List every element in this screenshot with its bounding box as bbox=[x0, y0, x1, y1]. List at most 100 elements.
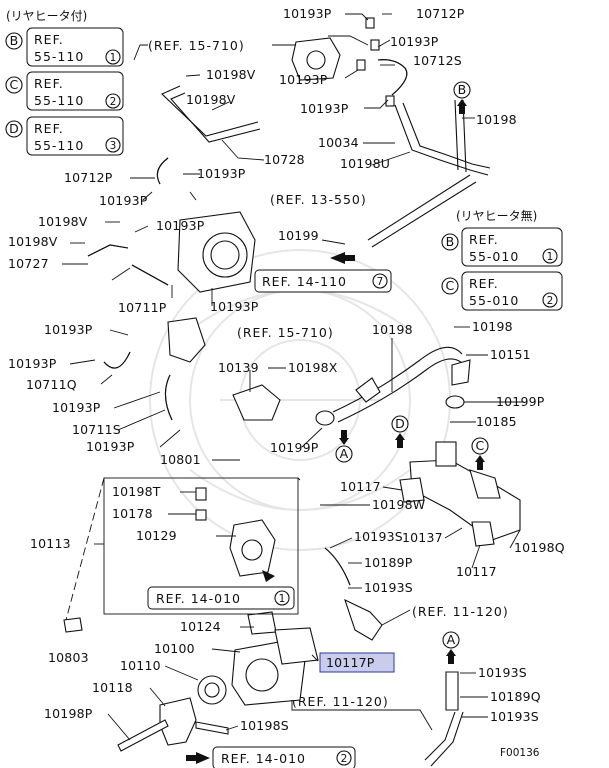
marker-b-label: B bbox=[10, 33, 19, 48]
part-label-10198q: 10198Q bbox=[514, 540, 565, 555]
code-line1: REF. bbox=[34, 121, 64, 136]
code-box-left-b: B REF. 55-110 1 bbox=[5, 27, 124, 67]
part-label-10189q: 10189Q bbox=[490, 689, 541, 704]
part-label-10113: 10113 bbox=[30, 536, 71, 551]
flow-markers: B A D C A bbox=[186, 81, 489, 764]
part-label-10199p: 10199P bbox=[270, 440, 319, 455]
leader-lines bbox=[62, 13, 524, 741]
part-label-10118: 10118 bbox=[92, 680, 133, 695]
ref-15-710-mid: (REF. 15-710) bbox=[237, 325, 334, 340]
part-label-10712p: 10712P bbox=[64, 170, 113, 185]
code-box-left-c: C REF. 55-110 2 bbox=[5, 71, 124, 111]
part-label-10727: 10727 bbox=[8, 256, 49, 271]
marker-a-lower: A bbox=[447, 632, 456, 647]
ref-box-text: REF. 14-110 bbox=[262, 274, 347, 289]
marker-b-label: B bbox=[446, 234, 455, 249]
ref-13-550: (REF. 13-550) bbox=[270, 192, 367, 207]
part-label-10117p-highlighted[interactable]: 10117P bbox=[326, 655, 375, 670]
code-line2: 55-010 bbox=[469, 249, 519, 264]
part-label-10198u: 10198U bbox=[340, 156, 390, 171]
part-label-10193p: 10193P bbox=[390, 34, 439, 49]
part-number-labels: 10193P 10712P 10193P 10712S 10193P 10198… bbox=[8, 6, 565, 733]
rear-heater-with-heading: (リヤヒータ付) bbox=[6, 9, 87, 23]
part-label-10193p: 10193P bbox=[210, 299, 259, 314]
marker-c: C bbox=[476, 438, 485, 453]
part-label-10198t: 10198T bbox=[112, 484, 161, 499]
code-line2: 55-110 bbox=[34, 93, 84, 108]
part-label-10193p: 10193P bbox=[44, 322, 93, 337]
part-label-10193s: 10193S bbox=[364, 580, 413, 595]
part-label-10198v: 10198V bbox=[8, 234, 58, 249]
marker-d: D bbox=[395, 416, 405, 431]
part-label-10199p: 10199P bbox=[496, 394, 545, 409]
part-label-10193s: 10193S bbox=[478, 665, 527, 680]
ref-box-text: REF. 14-010 bbox=[221, 751, 306, 766]
part-label-10185: 10185 bbox=[476, 414, 517, 429]
code-circled: 3 bbox=[110, 140, 117, 152]
ref-box-circled: 2 bbox=[341, 753, 348, 765]
code-box-right-c: C REF. 55-010 2 bbox=[441, 271, 563, 311]
part-label-10117: 10117 bbox=[340, 479, 381, 494]
ref-box-text: REF. 14-010 bbox=[156, 591, 241, 606]
code-circled: 1 bbox=[110, 52, 117, 64]
part-label-10193p: 10193P bbox=[197, 166, 246, 181]
ref-11-120-b: (REF. 11-120) bbox=[292, 694, 389, 709]
ref-box-14-110: REF. 14-110 7 bbox=[254, 269, 392, 293]
ref-15-710-top: (REF. 15-710) bbox=[148, 38, 245, 53]
marker-c-label: C bbox=[446, 278, 455, 293]
marker-d-label: D bbox=[9, 121, 19, 136]
part-label-10193p: 10193P bbox=[99, 193, 148, 208]
code-line2: 55-010 bbox=[469, 293, 519, 308]
code-line1: REF. bbox=[34, 76, 64, 91]
part-label-10151: 10151 bbox=[490, 347, 531, 362]
part-label-10178: 10178 bbox=[112, 506, 153, 521]
part-label-10193s: 10193S bbox=[354, 529, 403, 544]
ref-box-circled: 1 bbox=[279, 593, 286, 605]
part-label-10124: 10124 bbox=[180, 619, 221, 634]
part-label-10711q: 10711Q bbox=[26, 377, 77, 392]
part-label-10193s: 10193S bbox=[490, 709, 539, 724]
part-label-10711s: 10711S bbox=[72, 422, 121, 437]
part-label-10137: 10137 bbox=[402, 530, 443, 545]
figure-code: F00136 bbox=[500, 747, 540, 759]
part-label-10198x: 10198X bbox=[288, 360, 338, 375]
part-label-10189p: 10189P bbox=[364, 555, 413, 570]
part-label-10129: 10129 bbox=[136, 528, 177, 543]
code-line1: REF. bbox=[34, 32, 64, 47]
part-label-10198v: 10198V bbox=[38, 214, 88, 229]
marker-a-mid: A bbox=[340, 446, 349, 461]
rear-heater-without-heading: (リヤヒータ無) bbox=[456, 208, 537, 223]
part-label-10712s: 10712S bbox=[413, 53, 462, 68]
part-label-10193p: 10193P bbox=[300, 101, 349, 116]
part-label-10193p: 10193P bbox=[8, 356, 57, 371]
part-label-10198: 10198 bbox=[472, 319, 513, 334]
part-label-10193p: 10193P bbox=[86, 439, 135, 454]
code-circled: 2 bbox=[547, 295, 554, 307]
part-label-10193p: 10193P bbox=[283, 6, 332, 21]
inset-box-10113 bbox=[103, 477, 299, 615]
ref-box-circled: 7 bbox=[377, 276, 384, 288]
part-label-10199: 10199 bbox=[278, 228, 319, 243]
ref-11-120-a: (REF. 11-120) bbox=[412, 604, 509, 619]
code-line1: REF. bbox=[469, 232, 499, 247]
part-label-10801: 10801 bbox=[160, 452, 201, 467]
marker-b: B bbox=[458, 82, 467, 97]
part-label-10193p: 10193P bbox=[156, 218, 205, 233]
part-label-10198w: 10198W bbox=[372, 497, 425, 512]
part-label-10198s: 10198S bbox=[240, 718, 289, 733]
code-box-right-b: B REF. 55-010 1 bbox=[441, 227, 563, 267]
part-label-10139: 10139 bbox=[218, 360, 259, 375]
part-label-10034: 10034 bbox=[318, 135, 359, 150]
ref-box-14-010-1: REF. 14-010 1 bbox=[147, 586, 295, 610]
part-label-10198v: 10198V bbox=[206, 67, 256, 82]
part-label-10100: 10100 bbox=[154, 641, 195, 656]
part-label-10198: 10198 bbox=[476, 112, 517, 127]
part-label-10198: 10198 bbox=[372, 322, 413, 337]
part-label-10712p: 10712P bbox=[416, 6, 465, 21]
marker-c-label: C bbox=[10, 77, 19, 92]
part-label-10198v: 10198V bbox=[186, 92, 236, 107]
part-label-10110: 10110 bbox=[120, 658, 161, 673]
part-label-10117: 10117 bbox=[456, 564, 497, 579]
code-circled: 1 bbox=[547, 251, 554, 263]
